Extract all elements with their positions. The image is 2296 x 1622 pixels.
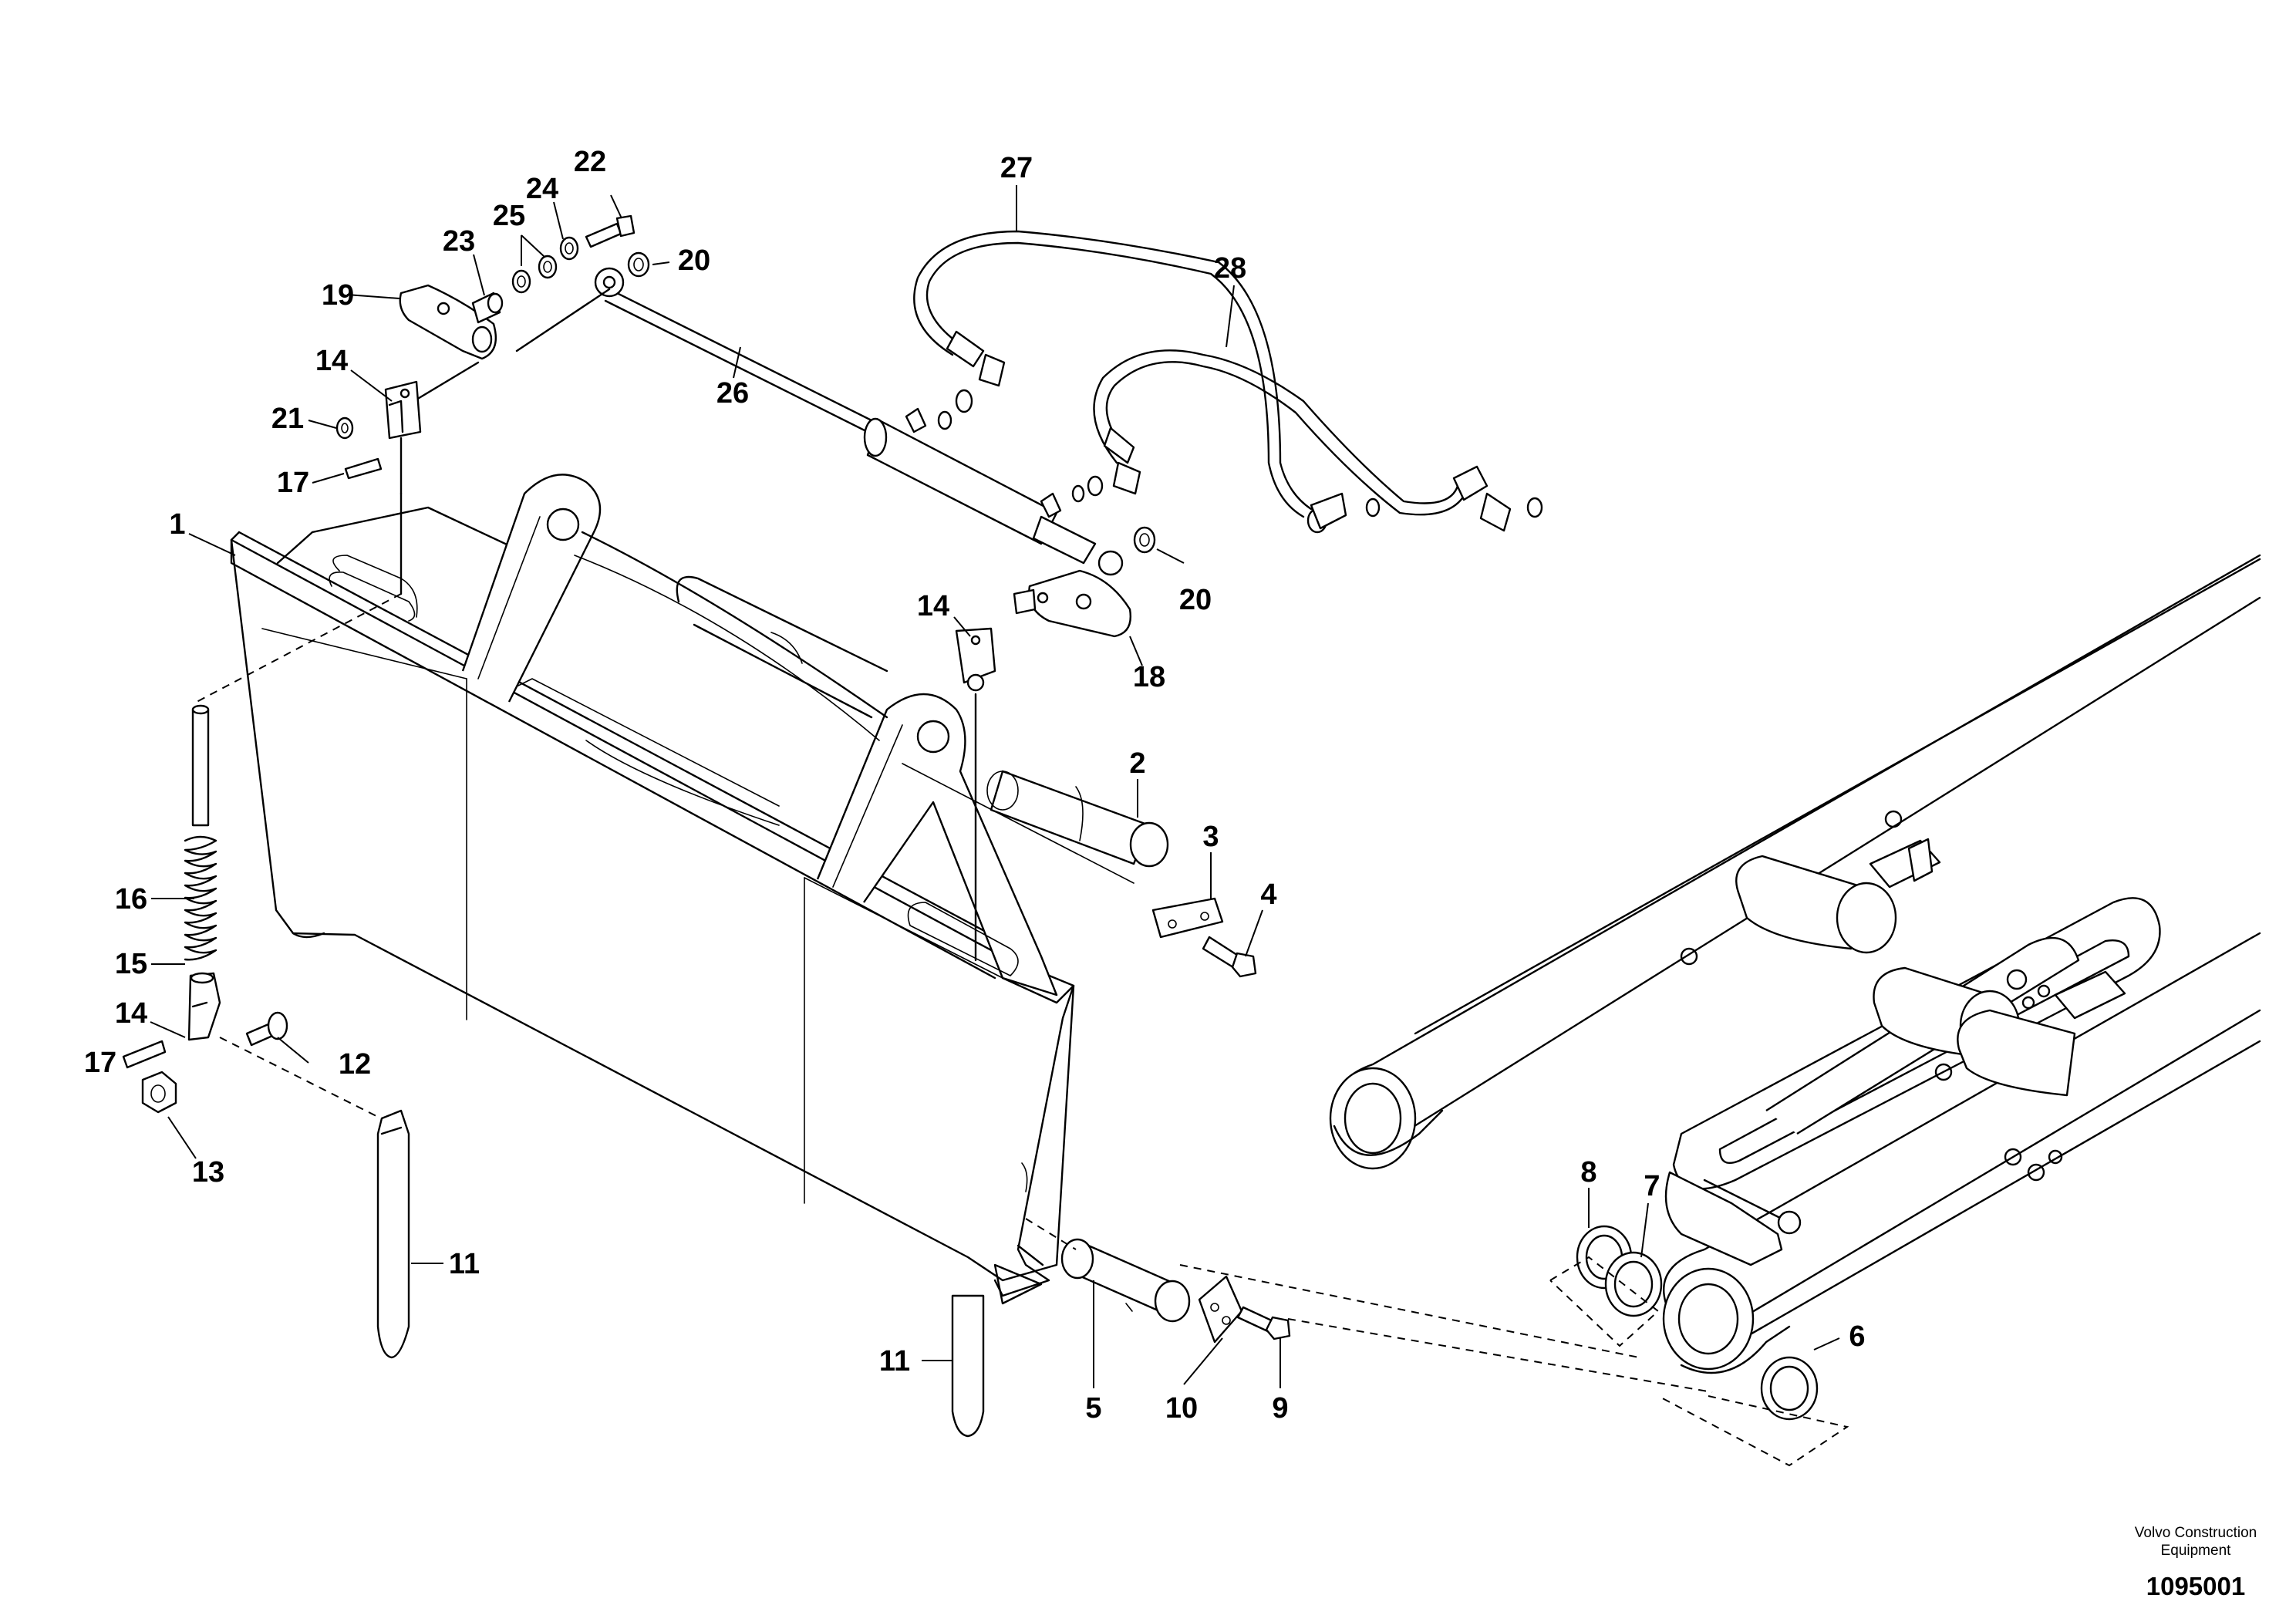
lock-plate-10 [1198,1275,1243,1344]
callout-20-top: 20 [678,244,710,277]
callout-22: 22 [574,146,606,178]
boom-arm [1329,554,2261,1374]
callout-17-lower: 17 [84,1047,116,1079]
callout-24: 24 [526,173,558,205]
callout-20-bottom: 20 [1179,584,1212,616]
lever-part-18 [1013,569,1131,638]
hook-part-11-right [951,1294,985,1438]
callout-14-upper: 14 [315,345,348,377]
footer-brand: Volvo Construction Equipment 1095001 [2135,1525,2257,1600]
pin-part-17-upper [344,457,383,480]
bolt-part-9 [1236,1306,1291,1340]
pin-part-5 [1060,1238,1191,1323]
callout-11-right: 11 [879,1345,910,1378]
callout-23: 23 [443,225,475,258]
hydraulic-cylinder-26 [594,267,1124,576]
brand-line-1: Volvo Construction [2135,1525,2257,1541]
callout-8: 8 [1580,1156,1596,1189]
callout-7: 7 [1644,1170,1660,1202]
callout-21: 21 [271,403,304,435]
seal-ring-6 [1760,1356,1819,1421]
washer-part-25 [511,255,558,294]
callout-13: 13 [192,1156,224,1189]
callout-9: 9 [1272,1392,1288,1425]
callout-28: 28 [1214,252,1246,285]
clevis-part-14-middle [955,627,996,692]
callout-6: 6 [1849,1320,1865,1353]
pin-part-17-lower [122,1040,167,1069]
callout-25: 25 [493,200,525,232]
bolt-part-22 [585,214,636,248]
callout-2: 2 [1129,747,1145,780]
lock-plate-3 [1151,897,1224,939]
alignment-lines [196,593,1849,1467]
seal-ring-7 [1604,1251,1663,1317]
brand-line-2: Equipment [2161,1543,2232,1559]
callout-19: 19 [322,279,354,312]
callout-3: 3 [1202,821,1219,853]
hook-part-11-left [376,1109,410,1359]
callout-labels: 1 2 3 4 5 6 7 8 9 10 11 11 12 13 14 14 1… [84,146,1866,1425]
washer-part-20-bottom [1133,526,1156,554]
hydraulic-hose-28 [1071,349,1543,534]
callout-27: 27 [1000,152,1033,184]
bolt-part-12 [245,1011,288,1047]
callout-14-middle: 14 [917,590,949,622]
callout-1: 1 [169,508,185,541]
nut-part-13 [141,1071,177,1114]
document-number: 1095001 [2146,1572,2245,1600]
washer-part-21 [335,416,354,440]
callout-17-upper: 17 [277,467,309,499]
callout-14-lower: 14 [115,997,147,1030]
clevis-part-14-lower [187,972,221,1041]
callout-12: 12 [339,1048,371,1081]
callout-10: 10 [1165,1392,1198,1425]
bolt-part-4 [1202,936,1257,978]
pin-part-2 [902,763,1169,884]
callout-4: 4 [1260,878,1276,911]
callout-26: 26 [716,377,749,410]
bushing-part-23 [471,292,504,324]
lever-part-19 [399,284,497,360]
clevis-part-14-upper [384,380,422,440]
callout-11-left: 11 [449,1248,480,1280]
washer-part-24 [559,236,579,261]
callout-16: 16 [115,883,147,916]
washer-part-20-top [627,251,650,278]
coupler-body [230,474,1075,1305]
callout-15: 15 [115,948,147,980]
callout-18: 18 [1133,661,1165,693]
rod-part-16 [191,704,210,827]
callout-5: 5 [1085,1392,1101,1425]
hydraulic-hose-27 [913,230,1313,518]
leader-lines [150,185,1840,1388]
